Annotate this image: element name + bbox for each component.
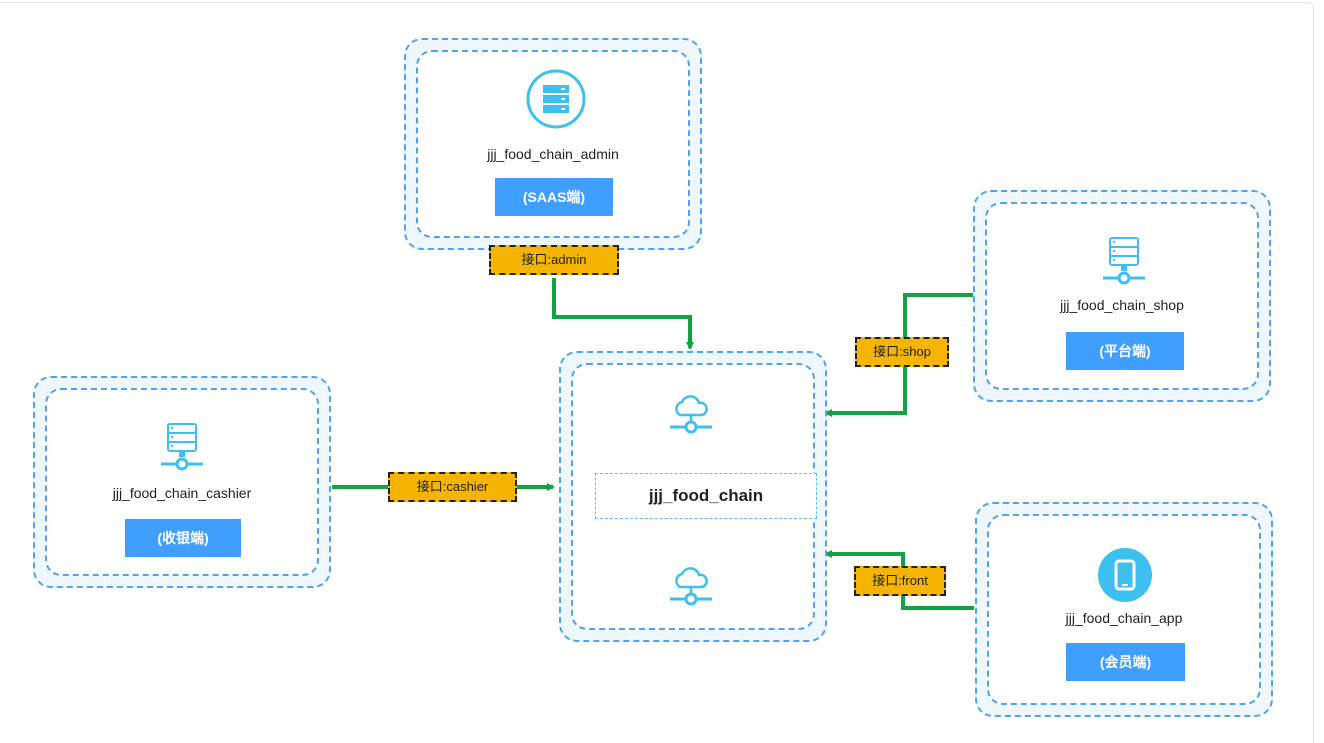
server-network-icon — [1103, 237, 1145, 285]
node-admin[interactable]: jjj_food_chain_admin (SAAS端) — [404, 38, 702, 250]
cloud-network-icon — [670, 567, 712, 606]
edge-admin-core — [552, 278, 694, 350]
interface-front[interactable]: 接口:front — [854, 566, 946, 596]
node-core-title: jjj_food_chain — [595, 473, 817, 519]
interface-cashier[interactable]: 接口:cashier — [388, 472, 517, 502]
node-app-title: jjj_food_chain_app — [1065, 610, 1183, 626]
node-cashier[interactable]: jjj_food_chain_cashier (收银端) — [33, 376, 331, 588]
server-stack-icon — [526, 69, 586, 129]
cloud-network-icon — [670, 395, 712, 434]
interface-admin[interactable]: 接口:admin — [489, 245, 619, 275]
node-shop[interactable]: jjj_food_chain_shop (平台端) — [973, 190, 1271, 402]
mobile-phone-icon — [1098, 548, 1152, 602]
node-app-tag: (会员端) — [1066, 643, 1185, 681]
node-admin-tag: (SAAS端) — [495, 178, 613, 216]
node-admin-title: jjj_food_chain_admin — [487, 146, 619, 162]
node-shop-title: jjj_food_chain_shop — [1060, 297, 1184, 313]
node-app[interactable]: jjj_food_chain_app (会员端) — [975, 502, 1273, 717]
node-cashier-title: jjj_food_chain_cashier — [112, 485, 252, 501]
node-cashier-tag: (收银端) — [125, 519, 241, 557]
server-network-icon — [161, 423, 203, 471]
node-shop-tag: (平台端) — [1066, 332, 1184, 370]
interface-shop[interactable]: 接口:shop — [855, 337, 949, 367]
